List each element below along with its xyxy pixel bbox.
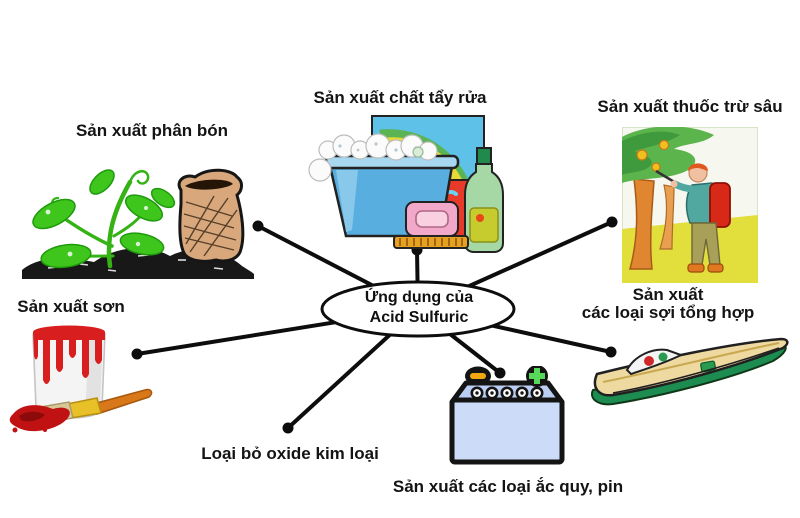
label-synthetic-fiber-line2: các loại sợi tổng hợp: [581, 303, 755, 323]
label-battery: Sản xuất các loại ắc quy, pin: [392, 477, 624, 496]
boat-icon: [591, 337, 789, 406]
center-label: Ứng dụng của Acid Sulfuric: [323, 288, 515, 328]
paint-illustration: [9, 325, 153, 433]
speedboat-illustration: [591, 337, 789, 406]
center-ellipse: [320, 280, 516, 338]
label-pesticide: Sản xuất thuốc trừ sâu: [597, 97, 783, 116]
ground-icon: [622, 215, 758, 283]
battery-icon: [449, 366, 565, 465]
fertilizer-sack-icon: [177, 168, 245, 263]
label-synthetic-fiber: Sản xuất các loại sợi tổng hợp: [581, 285, 755, 323]
fertilizer-illustration: [22, 168, 254, 279]
center-label-line1: Ứng dụng của: [364, 289, 474, 306]
plus-terminal-icon: [526, 366, 548, 387]
detergent-illustration: [308, 115, 504, 253]
label-synthetic-fiber-line1: Sản xuất: [632, 285, 704, 304]
label-paint: Sản xuất sơn: [17, 297, 125, 316]
tree-icon: [622, 127, 714, 270]
center-label-line2: Acid Sulfuric: [369, 309, 469, 326]
battery-illustration: [449, 366, 565, 465]
label-fertilizer: Sản xuất phân bón: [75, 121, 229, 140]
paint-brush-icon: [9, 388, 153, 433]
plant-icon: [32, 169, 176, 269]
minus-terminal-icon: [465, 366, 491, 386]
battery-caps-icon: [470, 386, 544, 400]
pesticide-illustration: [622, 127, 758, 283]
connector-end-dots: [131, 216, 618, 434]
paint-drips-icon: [33, 326, 105, 384]
farmer-sprayer-icon: [655, 163, 731, 273]
detergent-bottle-icon: [464, 147, 504, 253]
label-metal-oxide: Loại bỏ oxide kim loại: [201, 444, 379, 463]
brush-and-soap-icon: [393, 201, 469, 249]
label-detergent: Sản xuất chất tẩy rửa: [313, 88, 487, 107]
